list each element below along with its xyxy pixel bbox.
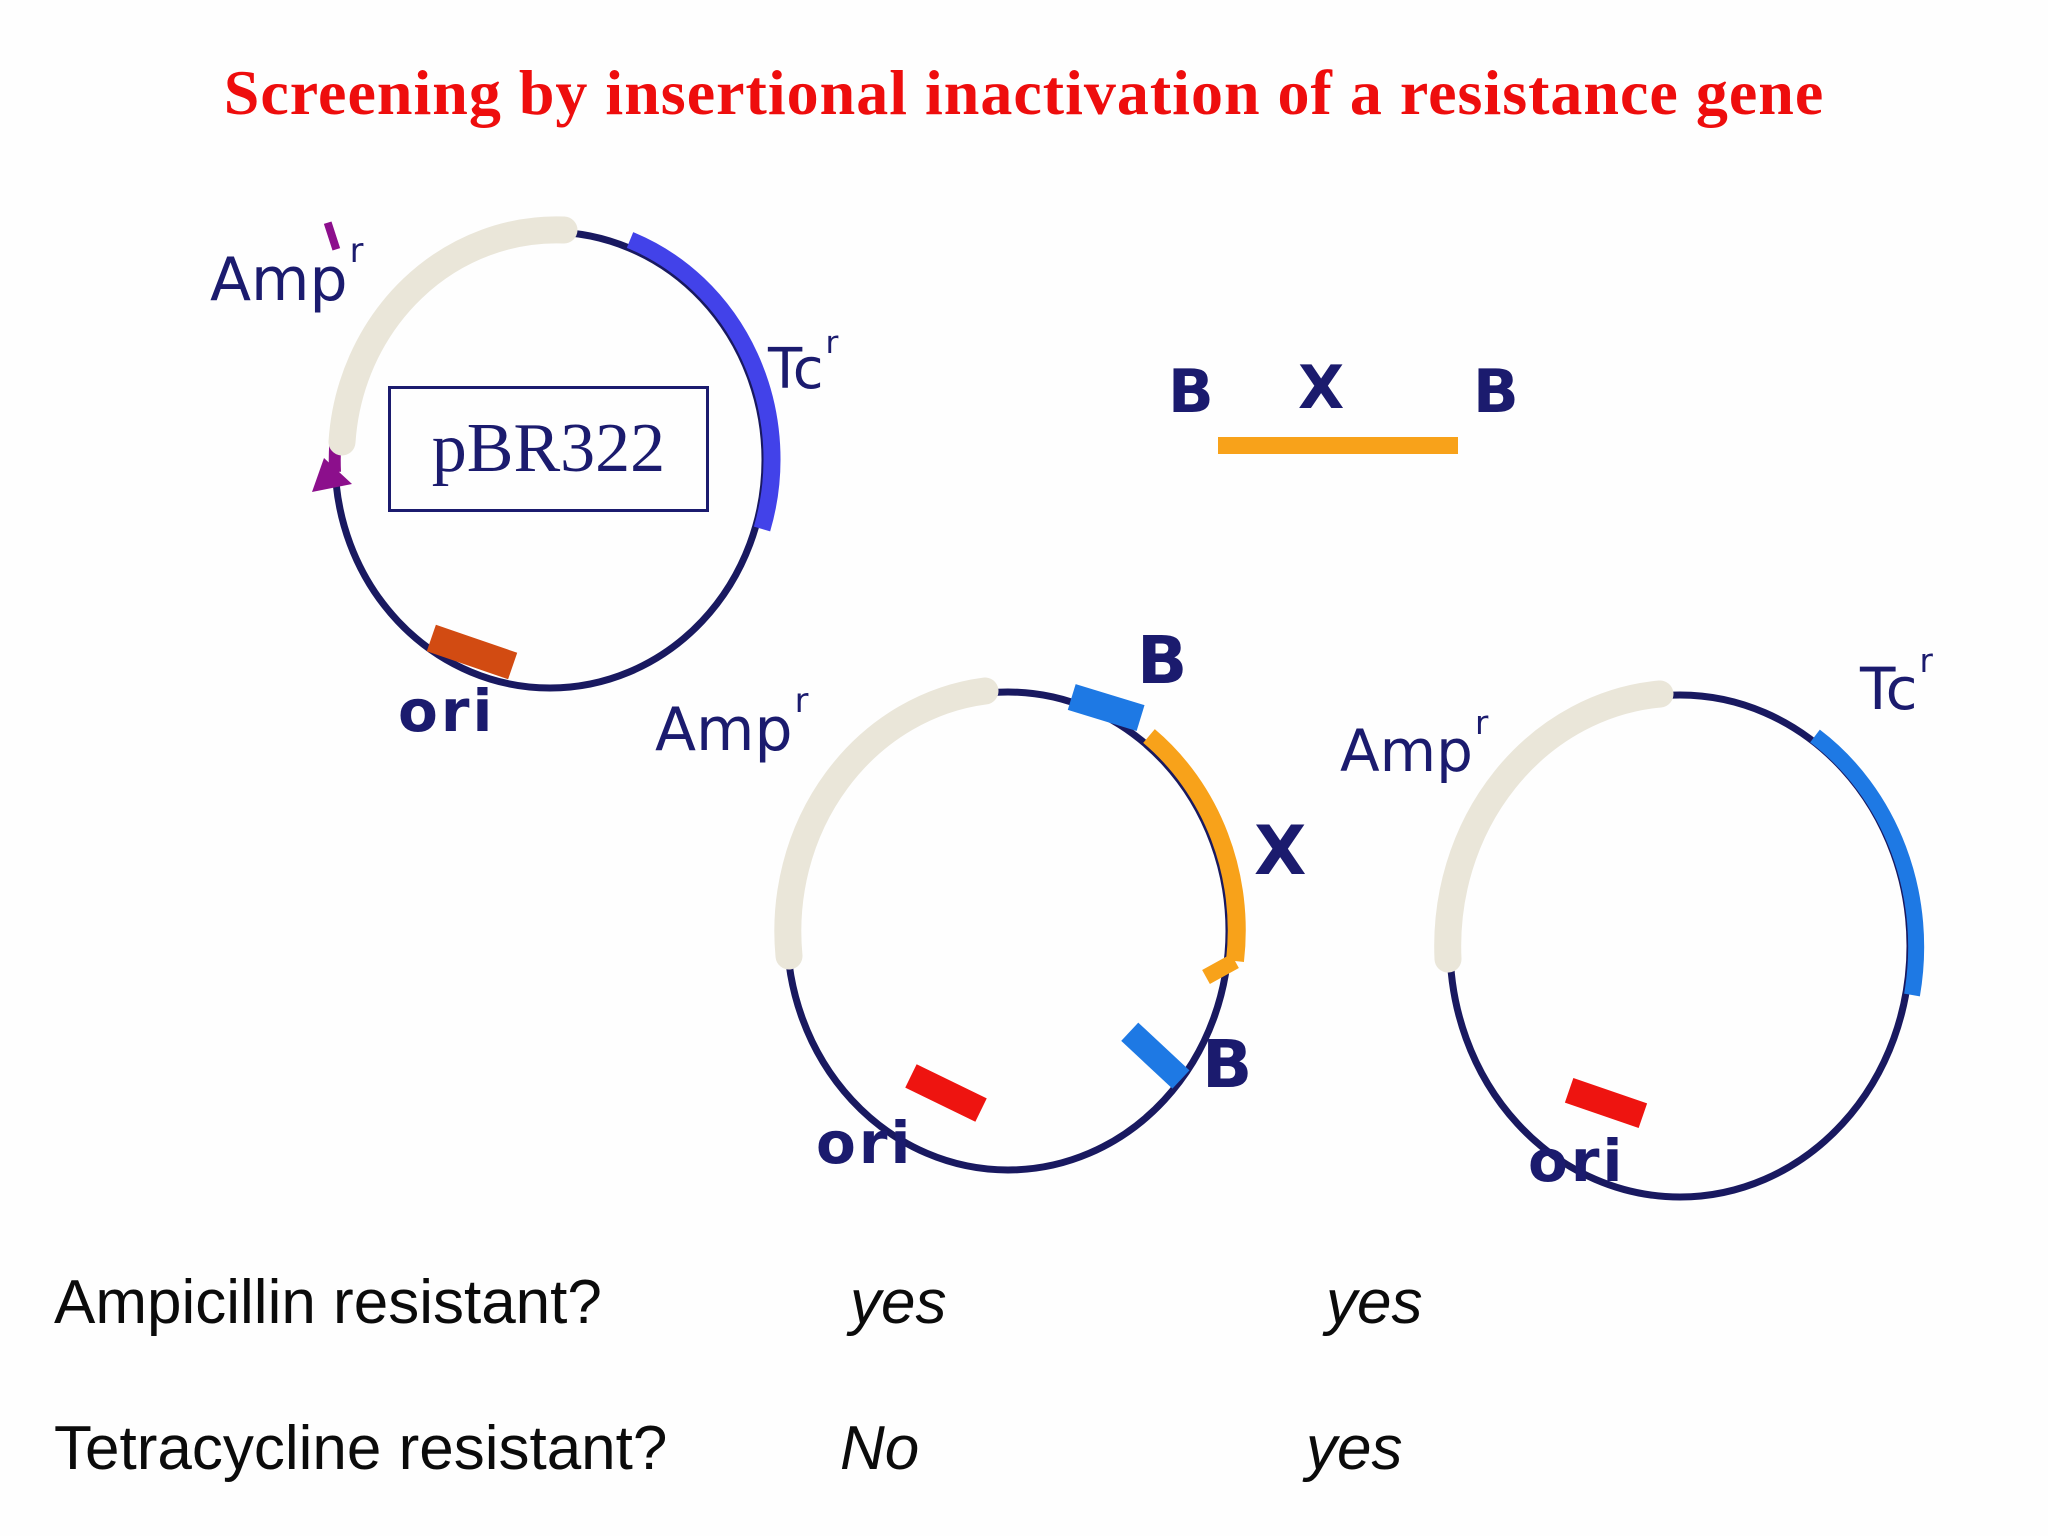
- plasmid1-circle-gap: [556, 659, 573, 680]
- plasmid2-site-bottom-label: B: [1202, 1026, 1253, 1103]
- plasmid2-amp-highlight-arc: [774, 677, 999, 970]
- plasmid1-amp-label: Ampr: [210, 231, 364, 315]
- fragment-insert-bar: [1218, 437, 1458, 454]
- fragment-insert-label: X: [1298, 353, 1345, 423]
- plasmid1-tc-gene-arc: [626, 232, 781, 532]
- plasmid1-amp-gene-tick: [323, 221, 341, 251]
- plasmid1-name: pBR322: [431, 410, 666, 487]
- plasmid2-bamhi-site-top: [1067, 684, 1145, 731]
- plasmid2-ori-segment: [905, 1064, 987, 1122]
- plasmid2-bamhi-site-bottom: [1121, 1022, 1190, 1089]
- plasmid1-tc-label: Tcr: [768, 324, 839, 402]
- answer-ampicillin-plasmid3: yes: [1326, 1268, 1423, 1337]
- plasmid2-insert-arc: [1143, 729, 1246, 963]
- plasmid1-ori-segment: [426, 624, 518, 680]
- plasmid1-amp-highlight-arc: [328, 216, 578, 456]
- plasmid1-ori-label: ori: [398, 677, 496, 745]
- plasmid2-insert-arc-hook: [1202, 953, 1239, 985]
- answer-tetracycline-plasmid2: No: [840, 1414, 920, 1483]
- fragment-left-site-label: B: [1168, 357, 1214, 427]
- question-tetracycline: Tetracycline resistant?: [54, 1414, 668, 1483]
- plasmid3-amp-label: Ampr: [1340, 704, 1489, 785]
- plasmid1-name-box: pBR322: [388, 386, 709, 512]
- plasmid2-insert-label: X: [1254, 812, 1307, 891]
- slide-title: Screening by insertional inactivation of…: [223, 57, 1825, 128]
- plasmid3-ori-segment: [1564, 1078, 1648, 1128]
- answer-ampicillin-plasmid2: yes: [850, 1268, 947, 1337]
- plasmid3-tc-label: Tcr: [1860, 642, 1933, 723]
- plasmid2-site-top-label: B: [1137, 622, 1188, 699]
- plasmid3-ori-label: ori: [1528, 1127, 1626, 1195]
- question-ampicillin: Ampicillin resistant?: [54, 1268, 602, 1337]
- plasmid1-amp-gene-arrowhead: [312, 458, 352, 492]
- plasmid3-amp-highlight-arc: [1434, 680, 1674, 973]
- fragment-right-site-label: B: [1473, 357, 1519, 427]
- answer-tetracycline-plasmid3: yes: [1306, 1414, 1403, 1483]
- plasmid2-amp-label: Ampr: [655, 681, 809, 765]
- plasmid3-tc-gene-arc: [1810, 729, 1925, 997]
- plasmid2-ori-label: ori: [816, 1109, 914, 1177]
